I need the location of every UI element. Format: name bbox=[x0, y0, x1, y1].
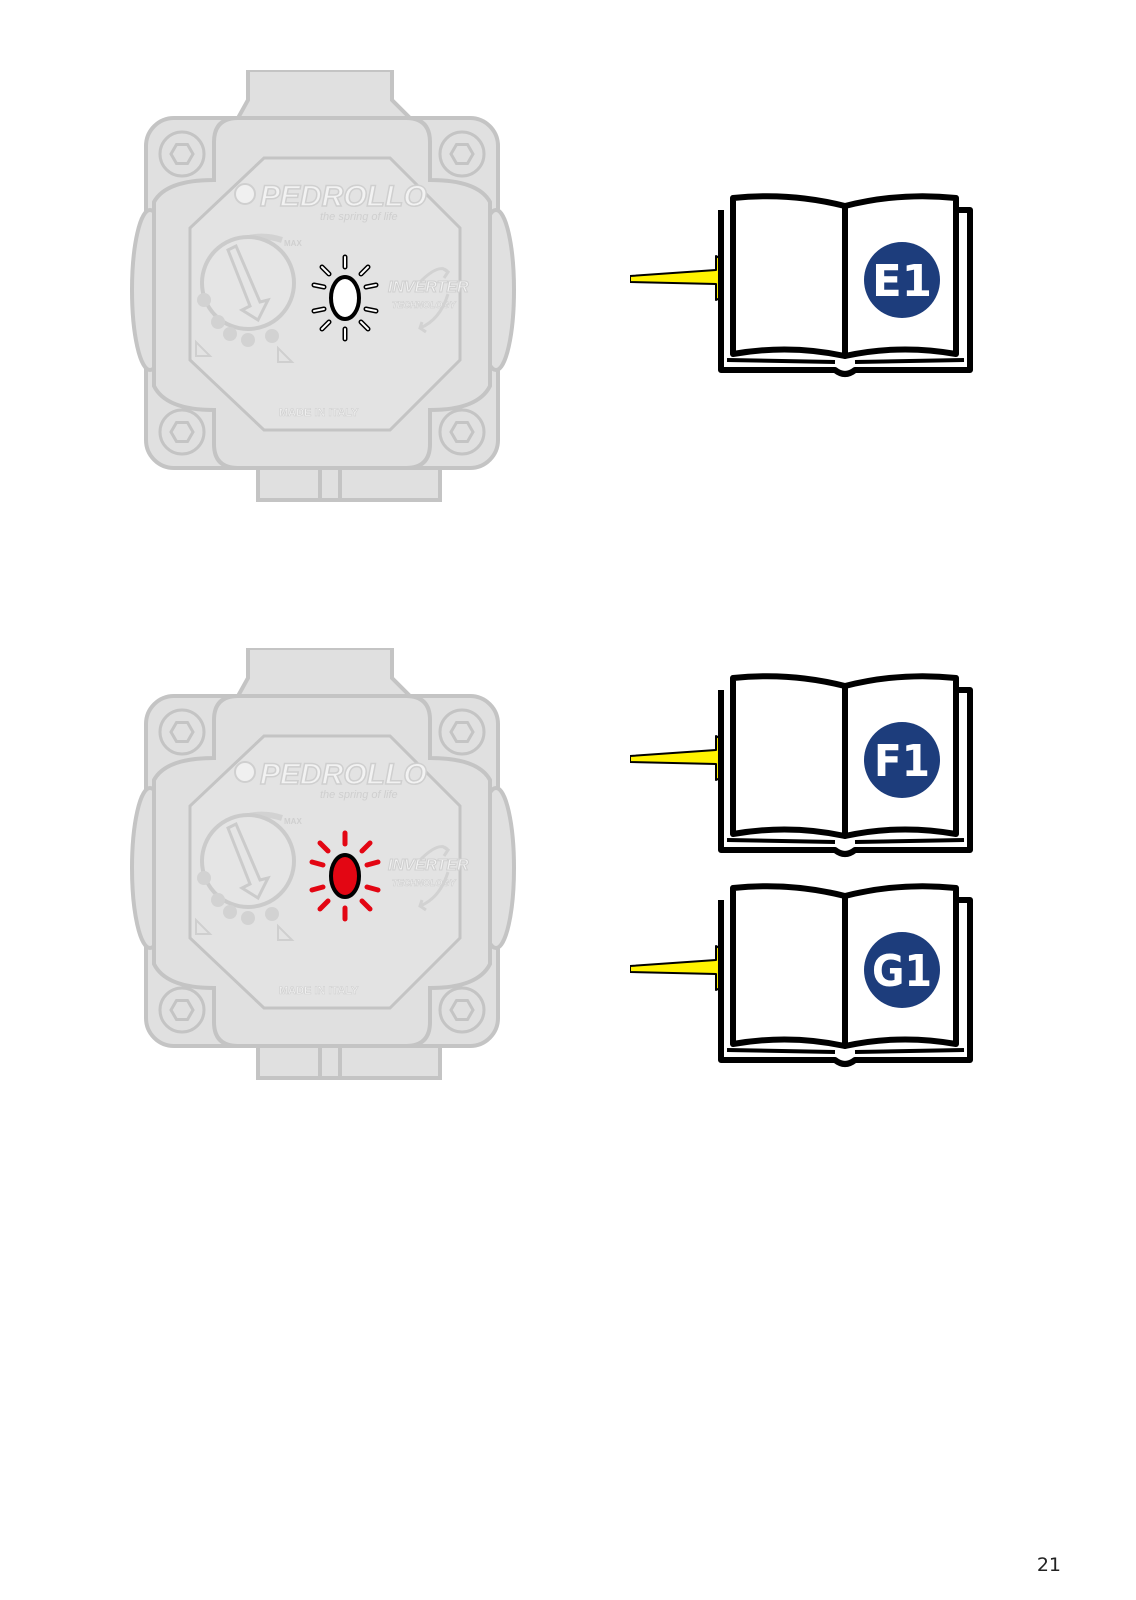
code-label: F1 bbox=[874, 736, 930, 787]
brand-tagline: the spring of life bbox=[320, 789, 398, 801]
code-badge bbox=[864, 932, 940, 1008]
code-badge bbox=[864, 242, 940, 318]
manual-reference-f1: F1 bbox=[630, 670, 1000, 870]
code-label: G1 bbox=[872, 946, 932, 997]
technology-label: TECHNOLOGY bbox=[392, 878, 456, 888]
code-badge bbox=[864, 722, 940, 798]
manual-reference-illustration: F1 bbox=[630, 673, 973, 857]
max-label: MAX bbox=[284, 239, 302, 248]
led-indicator-white bbox=[311, 254, 379, 342]
made-in-label: MADE IN ITALY bbox=[279, 985, 359, 997]
brand-logo: PEDROLLO bbox=[260, 758, 427, 791]
brand-tagline: the spring of life bbox=[320, 211, 398, 223]
made-in-label: MADE IN ITALY bbox=[279, 407, 359, 419]
pump-panel-red-led: PEDROLLO the spring of life MAX INVERTER… bbox=[130, 648, 530, 1088]
code-label: E1 bbox=[872, 256, 932, 307]
pump-illustration: PEDROLLO the spring of life MAX INVERTER… bbox=[130, 648, 516, 1080]
led-indicator-red bbox=[309, 830, 381, 922]
technology-label: TECHNOLOGY bbox=[392, 300, 456, 310]
manual-reference-g1: G1 bbox=[630, 880, 1000, 1080]
inverter-logo: INVERTER bbox=[388, 857, 469, 874]
pump-illustration: PEDROLLO the spring of life MAX INVERTER… bbox=[130, 70, 516, 502]
manual-reference-illustration: E1 bbox=[630, 193, 973, 377]
page-number: 21 bbox=[1036, 1554, 1061, 1576]
manual-reference-e1: E1 bbox=[630, 190, 1000, 390]
pump-panel-white-led: PEDROLLO the spring of life MAX INVERTER… bbox=[130, 70, 530, 510]
brand-logo: PEDROLLO bbox=[260, 180, 427, 213]
max-label: MAX bbox=[284, 817, 302, 826]
manual-reference-illustration: G1 bbox=[630, 883, 973, 1067]
inverter-logo: INVERTER bbox=[388, 279, 469, 296]
